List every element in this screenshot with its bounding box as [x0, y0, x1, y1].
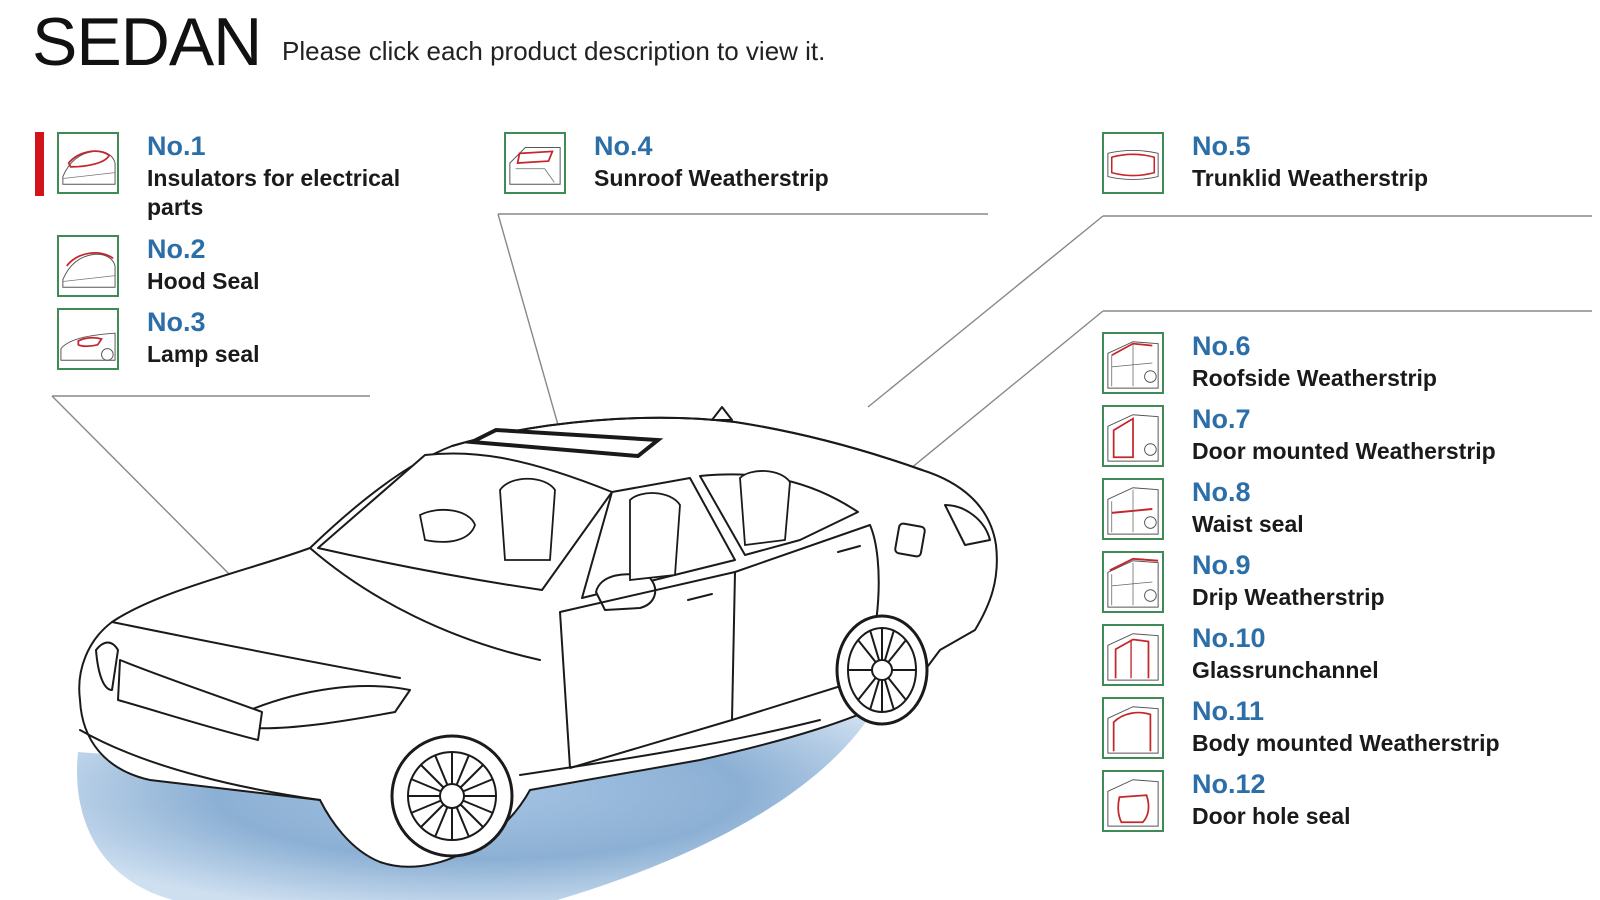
- product-item-no5[interactable]: No.5 Trunklid Weatherstrip: [1102, 131, 1462, 196]
- product-item-no8[interactable]: No.8 Waist seal: [1102, 477, 1502, 542]
- car-trunk-icon: [1102, 132, 1164, 194]
- product-label: Door hole seal: [1192, 803, 1351, 829]
- product-label: Trunklid Weatherstrip: [1192, 165, 1429, 191]
- car-door-frame-icon: [1102, 624, 1164, 686]
- car-interior: [418, 470, 791, 582]
- product-number: No.5: [1192, 131, 1251, 161]
- product-number: No.6: [1192, 331, 1251, 361]
- car-door-icon: [1102, 332, 1164, 394]
- product-label: Insulators for electrical parts: [147, 165, 401, 220]
- product-item-no9[interactable]: No.9 Drip Weatherstrip: [1102, 550, 1502, 615]
- product-number: No.10: [1192, 623, 1266, 653]
- car-front-hood-icon: [57, 235, 119, 297]
- product-number: No.9: [1192, 550, 1251, 580]
- product-label: Lamp seal: [147, 341, 260, 367]
- product-number: No.7: [1192, 404, 1251, 434]
- product-label: Drip Weatherstrip: [1192, 584, 1385, 610]
- product-number: No.12: [1192, 769, 1266, 799]
- page-title: SEDAN: [32, 4, 262, 80]
- product-item-no4[interactable]: No.4 Sunroof Weatherstrip: [504, 131, 864, 196]
- car-sunroof-icon: [504, 132, 566, 194]
- car-door-icon: [1102, 478, 1164, 540]
- car-door-icon: [1102, 551, 1164, 613]
- product-number: No.11: [1192, 696, 1265, 726]
- product-number: No.2: [147, 234, 206, 264]
- product-label: Hood Seal: [147, 268, 260, 294]
- product-item-no7[interactable]: No.7 Door mounted Weatherstrip: [1102, 404, 1502, 469]
- car-headlamp-icon: [57, 308, 119, 370]
- product-label: Roofside Weatherstrip: [1192, 365, 1437, 391]
- front-wheel: [390, 734, 514, 858]
- product-item-no1[interactable]: No.1 Insulators for electrical parts: [35, 131, 437, 222]
- product-number: No.3: [147, 307, 206, 337]
- product-item-no11[interactable]: No.11 Body mounted Weatherstrip: [1102, 696, 1502, 761]
- product-label: Waist seal: [1192, 511, 1304, 537]
- product-number: No.8: [1192, 477, 1251, 507]
- car-front-hood-icon: [57, 132, 119, 194]
- car-door-frame-icon: [1102, 697, 1164, 759]
- product-number: No.4: [594, 131, 653, 161]
- car-door-icon: [1102, 405, 1164, 467]
- product-item-no3[interactable]: No.3 Lamp seal: [57, 307, 357, 372]
- product-item-no12[interactable]: No.12 Door hole seal: [1102, 769, 1502, 834]
- product-label: Body mounted Weatherstrip: [1192, 730, 1500, 756]
- product-item-no6[interactable]: No.6 Roofside Weatherstrip: [1102, 331, 1502, 396]
- car-door-frame-icon: [1102, 770, 1164, 832]
- product-label: Door mounted Weatherstrip: [1192, 438, 1496, 464]
- rear-wheel: [835, 614, 929, 726]
- page-subtitle: Please click each product description to…: [282, 36, 826, 66]
- product-label: Sunroof Weatherstrip: [594, 165, 829, 191]
- selected-marker: [35, 132, 44, 196]
- product-item-no10[interactable]: No.10 Glassrunchannel: [1102, 623, 1502, 688]
- sunroof: [464, 427, 664, 459]
- product-item-no2[interactable]: No.2 Hood Seal: [57, 234, 357, 299]
- product-number: No.1: [147, 131, 206, 161]
- product-label: Glassrunchannel: [1192, 657, 1379, 683]
